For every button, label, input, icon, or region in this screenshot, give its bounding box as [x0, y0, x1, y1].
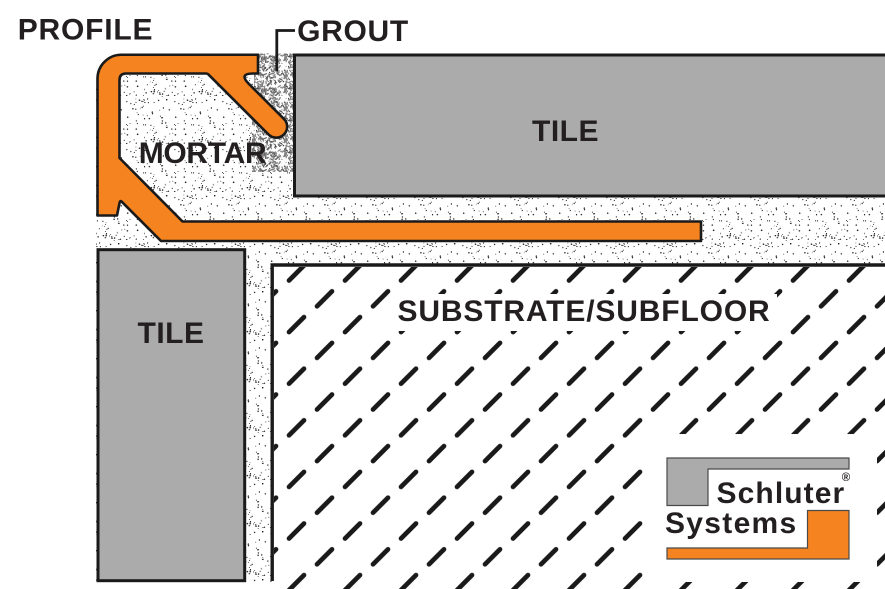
svg-text:TILE: TILE	[532, 115, 599, 148]
svg-text:TILE: TILE	[138, 317, 205, 350]
svg-text:Systems: Systems	[665, 507, 798, 540]
svg-text:SUBSTRATE/SUBFLOOR: SUBSTRATE/SUBFLOOR	[397, 295, 770, 328]
svg-text:GROUT: GROUT	[297, 15, 409, 48]
svg-text:Schluter: Schluter	[717, 477, 846, 510]
svg-text:MORTAR: MORTAR	[139, 137, 267, 170]
svg-text:PROFILE: PROFILE	[18, 14, 154, 47]
svg-text:®: ®	[842, 472, 851, 484]
